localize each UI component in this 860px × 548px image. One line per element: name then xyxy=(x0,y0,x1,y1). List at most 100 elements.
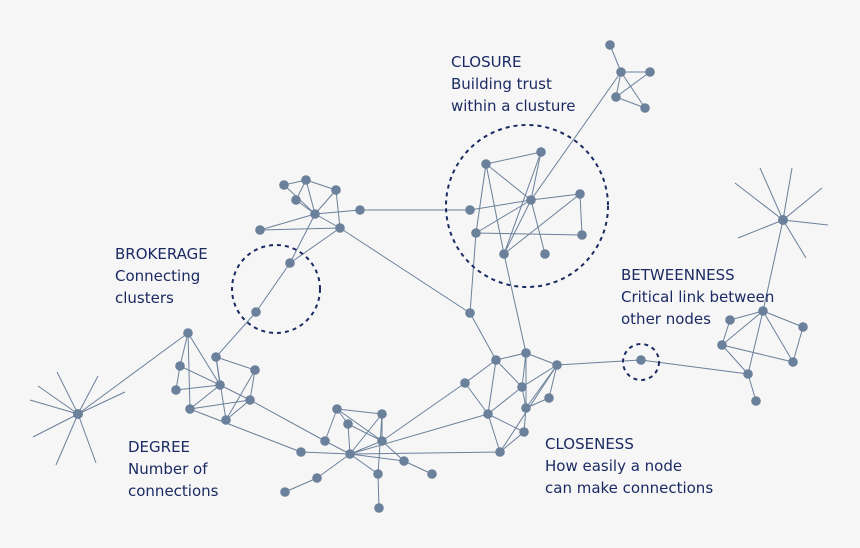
node xyxy=(544,393,554,403)
node xyxy=(73,409,83,419)
brokerage-line2: clusters xyxy=(115,289,174,307)
edge xyxy=(762,219,784,312)
node xyxy=(611,92,621,102)
closure-label: CLOSURE Building trust within a clusture xyxy=(451,51,575,117)
node xyxy=(616,67,626,77)
edge xyxy=(469,232,477,314)
edge xyxy=(349,440,383,455)
edge xyxy=(225,399,251,421)
edge xyxy=(255,262,291,313)
node xyxy=(636,355,646,365)
edge xyxy=(487,413,525,433)
edge xyxy=(503,193,581,255)
edge xyxy=(487,413,501,453)
brokerage-line1: Connecting xyxy=(115,267,201,285)
node xyxy=(526,195,536,205)
degree-line2: connections xyxy=(128,482,219,500)
node xyxy=(331,185,341,195)
node xyxy=(377,409,387,419)
edge xyxy=(403,460,433,475)
node xyxy=(483,409,493,419)
edge xyxy=(464,359,497,384)
node xyxy=(788,357,798,367)
closure-title: CLOSURE xyxy=(451,53,522,71)
edge xyxy=(485,163,532,201)
spoke-edge xyxy=(782,219,807,259)
edge xyxy=(464,382,489,415)
edge xyxy=(187,332,191,410)
degree-line1: Number of xyxy=(128,460,208,478)
node xyxy=(291,195,301,205)
node xyxy=(221,415,231,425)
edge xyxy=(530,71,622,201)
edge xyxy=(289,227,341,264)
edge xyxy=(530,193,581,201)
edge xyxy=(349,413,383,455)
node xyxy=(183,328,193,338)
edge xyxy=(762,310,794,363)
node xyxy=(312,473,322,483)
node xyxy=(743,369,753,379)
brokerage-circle xyxy=(231,244,321,334)
node xyxy=(285,258,295,268)
edge xyxy=(305,179,337,191)
edge xyxy=(187,332,221,386)
edge xyxy=(349,453,379,475)
edge xyxy=(721,344,794,363)
edge xyxy=(530,151,542,201)
edge xyxy=(615,71,651,98)
node xyxy=(577,230,587,240)
edge xyxy=(747,310,764,375)
edge xyxy=(189,408,302,453)
edge xyxy=(189,384,221,410)
edge xyxy=(381,382,466,442)
node xyxy=(481,159,491,169)
node xyxy=(310,209,320,219)
edge xyxy=(284,477,318,493)
node xyxy=(250,365,260,375)
edge xyxy=(349,453,405,462)
spoke-edge xyxy=(782,187,823,221)
edge xyxy=(77,332,189,415)
edge xyxy=(189,399,251,410)
node xyxy=(758,306,768,316)
node xyxy=(343,419,353,429)
closure-line1: Building trust xyxy=(451,75,552,93)
edge xyxy=(249,369,256,401)
node xyxy=(185,404,195,414)
node xyxy=(171,385,181,395)
spoke-edge xyxy=(77,413,97,464)
node xyxy=(605,40,615,50)
edge xyxy=(485,163,505,255)
edge xyxy=(579,193,583,236)
betweenness-circle xyxy=(622,343,660,381)
edge xyxy=(175,384,221,391)
edge xyxy=(377,473,380,509)
closure-circle xyxy=(445,124,609,288)
edge xyxy=(487,359,497,415)
edge xyxy=(349,413,489,455)
edge xyxy=(339,227,471,314)
edge xyxy=(548,364,558,399)
node xyxy=(175,361,185,371)
closeness-title: CLOSENESS xyxy=(545,435,634,453)
degree-title: DEGREE xyxy=(128,438,191,456)
spoke-edge xyxy=(782,167,793,221)
betweenness-label: BETWEENNESS Critical link between other … xyxy=(621,264,774,330)
edge xyxy=(487,386,523,415)
node xyxy=(345,449,355,459)
edge xyxy=(615,96,646,109)
node xyxy=(751,396,761,406)
edge xyxy=(485,151,542,165)
edge xyxy=(469,199,532,211)
node xyxy=(521,403,531,413)
node xyxy=(495,447,505,457)
edge xyxy=(556,359,642,366)
node xyxy=(374,503,384,513)
node xyxy=(465,308,475,318)
node xyxy=(725,315,735,325)
edge xyxy=(503,253,527,354)
edge xyxy=(219,384,251,401)
edge xyxy=(525,352,558,366)
edge xyxy=(521,364,558,388)
